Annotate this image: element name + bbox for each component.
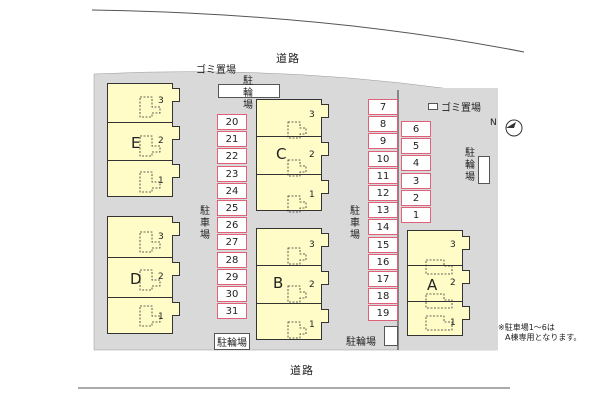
building-b xyxy=(256,228,322,340)
parking-stall: 3 xyxy=(401,172,431,189)
unit-label: 1 xyxy=(158,176,164,186)
parking-stall: 18 xyxy=(368,288,398,305)
parking-stall: 2 xyxy=(401,189,431,206)
bike-parking-label-bottom-mid: 駐輪場 xyxy=(346,337,376,348)
unit-label: 2 xyxy=(450,278,456,288)
unit-label: 3 xyxy=(158,232,164,242)
parking-stall: 27 xyxy=(217,234,247,251)
unit-label: 3 xyxy=(309,240,315,250)
parking-stall: 25 xyxy=(217,200,247,216)
unit-label: 2 xyxy=(309,150,315,160)
parking-stall: 9 xyxy=(368,133,398,150)
bike-parking-box-bottom-mid xyxy=(384,326,398,346)
building-b-label: B xyxy=(273,274,284,292)
bike-parking-label-right: 駐輪場 xyxy=(465,148,475,183)
unit-label: 2 xyxy=(158,272,164,282)
parking-stall: 20 xyxy=(217,114,247,130)
parking-stall: 8 xyxy=(368,116,398,133)
parking-stall: 24 xyxy=(217,182,247,199)
unit-label: 1 xyxy=(450,318,456,328)
parking-stall: 31 xyxy=(217,303,247,320)
building-c xyxy=(256,99,322,211)
unit-label: 2 xyxy=(309,280,315,290)
note-line-2: A棟専用となります。 xyxy=(505,333,582,342)
parking-stall: 14 xyxy=(368,219,398,236)
parking-stall: 12 xyxy=(368,185,398,201)
bike-parking-label-bottom-left: 駐輪場 xyxy=(214,333,250,350)
bike-parking-top xyxy=(218,84,280,98)
bottom-road-label: 道路 xyxy=(290,364,314,377)
unit-label: 3 xyxy=(158,96,164,106)
parking-stall: 29 xyxy=(217,268,247,285)
north-arrow-icon xyxy=(505,119,523,137)
unit-label: 1 xyxy=(309,190,315,200)
building-a-label: A xyxy=(427,276,438,294)
parking-stall: 22 xyxy=(217,148,247,165)
north-label: N xyxy=(490,118,497,128)
parking-stall: 16 xyxy=(368,253,398,270)
unit-label: 2 xyxy=(158,136,164,146)
parking-stall: 26 xyxy=(217,217,247,234)
parking-middle-label: 駐車場 xyxy=(350,206,360,241)
parking-stall: 28 xyxy=(217,251,247,268)
building-e-label: E xyxy=(131,134,141,152)
parking-stall: 21 xyxy=(217,131,247,148)
parking-stall: 11 xyxy=(368,167,398,184)
parking-stall: 10 xyxy=(368,150,398,167)
parking-stall: 23 xyxy=(217,165,247,182)
parking-stall: 19 xyxy=(368,305,398,322)
parking-left-label: 駐車場 xyxy=(200,206,210,241)
unit-label: 3 xyxy=(450,240,456,250)
unit-label: 3 xyxy=(309,110,315,120)
garbage-area-label-top: ゴミ置場 xyxy=(196,65,236,76)
bike-parking-box-right xyxy=(478,156,490,184)
parking-stall: 1 xyxy=(401,207,431,223)
parking-stall: 17 xyxy=(368,271,398,287)
parking-stall: 4 xyxy=(401,155,431,172)
unit-label: 1 xyxy=(309,320,315,330)
top-road-label: 道路 xyxy=(276,52,300,65)
parking-stall: 30 xyxy=(217,286,247,302)
garbage-box-right xyxy=(428,103,438,110)
parking-stall: 7 xyxy=(368,99,398,115)
parking-stall: 15 xyxy=(368,236,398,253)
building-c-label: C xyxy=(276,145,287,163)
note-line-1: ※駐車場1～6は xyxy=(498,323,555,332)
garbage-area-label-right: ゴミ置場 xyxy=(441,103,481,114)
parking-stall: 6 xyxy=(401,121,431,137)
building-d-label: D xyxy=(130,270,142,288)
parking-stall: 13 xyxy=(368,202,398,219)
bike-parking-label-top: 駐輪場 xyxy=(243,76,253,111)
parking-stall: 5 xyxy=(401,138,431,155)
unit-label: 1 xyxy=(158,312,164,322)
